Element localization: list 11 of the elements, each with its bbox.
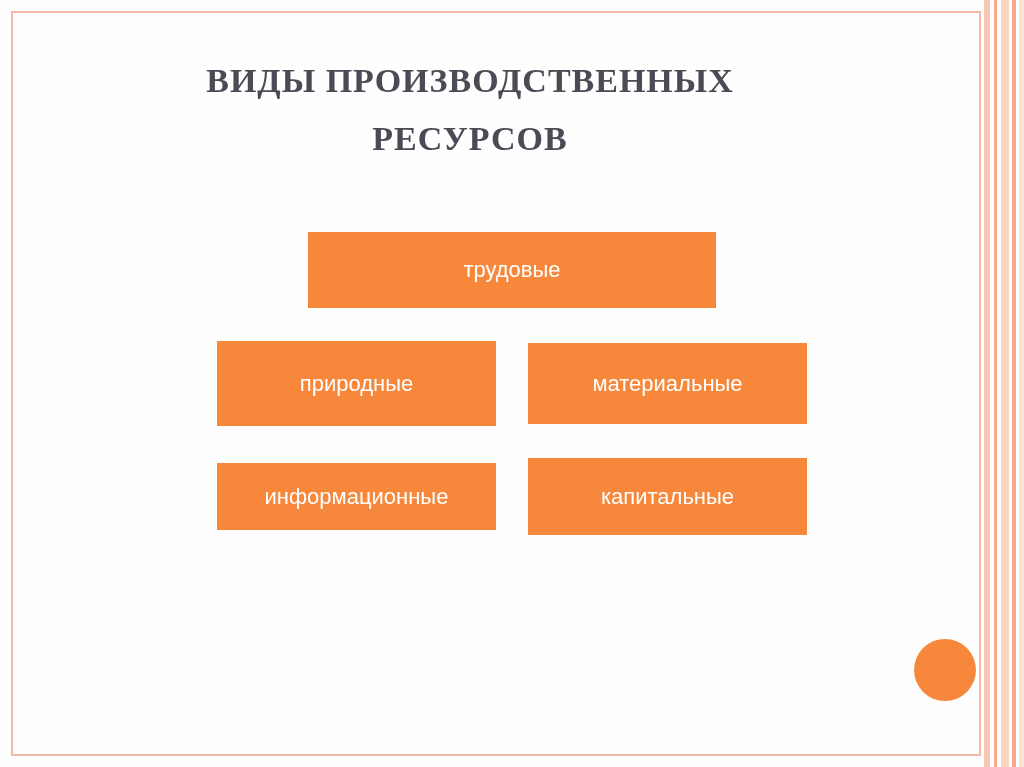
process-box [528, 343, 807, 424]
box-label: капитальные [600, 483, 735, 510]
box-label: трудовые [463, 257, 561, 283]
slide-title: ВИДЫ ПРОИЗВОДСТВЕННЫХ РЕСУРСОВ [205, 61, 735, 159]
process-box [217, 463, 496, 530]
box-label: природные [299, 370, 414, 397]
process-box [308, 232, 716, 308]
process-box [528, 458, 807, 535]
box-label: информационные [264, 483, 449, 510]
box-label: материальные [592, 370, 743, 397]
process-box [217, 341, 496, 426]
